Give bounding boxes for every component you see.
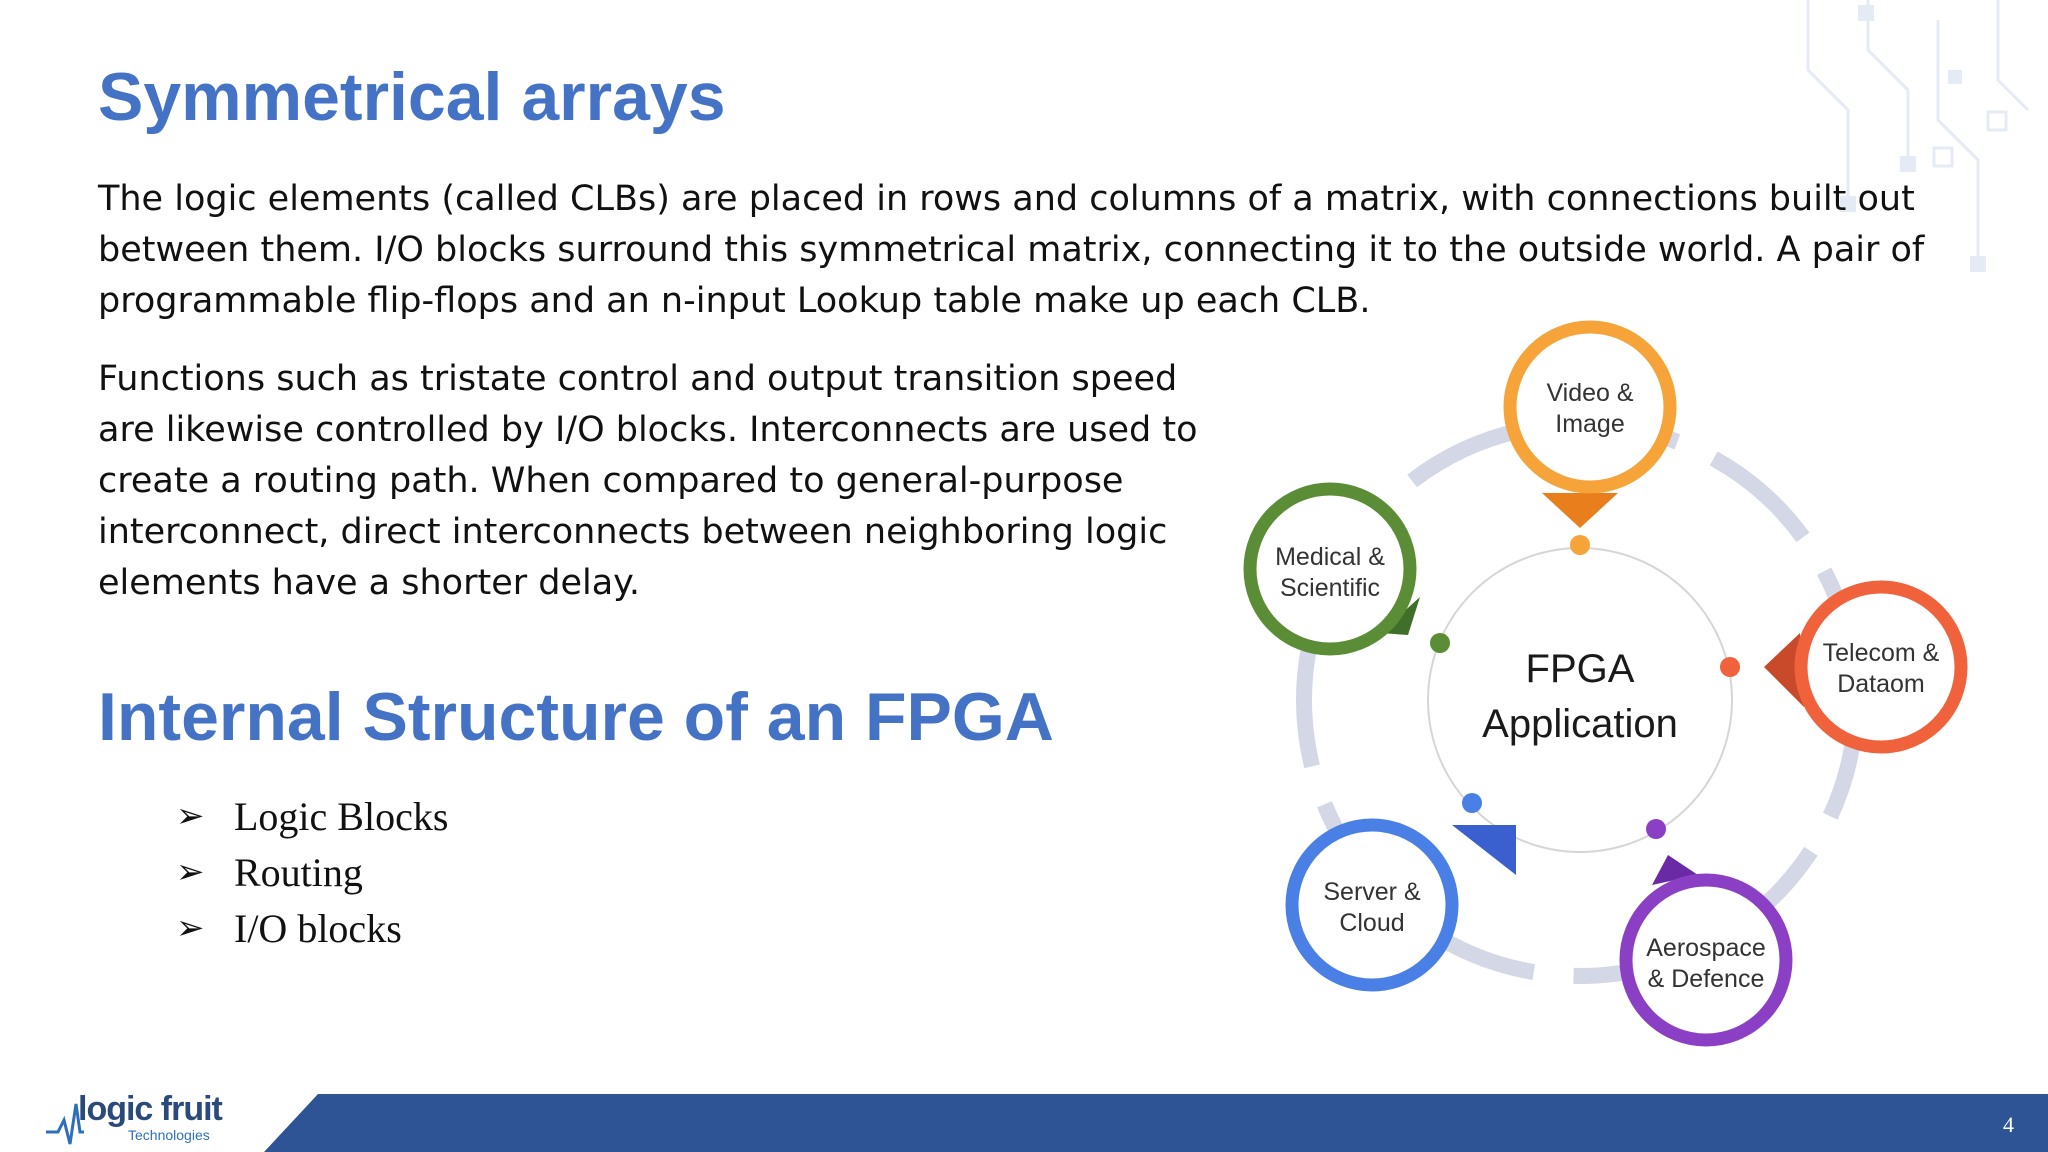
connector-dot-medical xyxy=(1430,633,1450,653)
logo-subtext: Technologies xyxy=(128,1127,210,1143)
logo-text: logic fruit xyxy=(78,1090,223,1128)
node-telecom-label-2: Dataom xyxy=(1837,670,1925,698)
circuit-pattern-decoration xyxy=(1806,0,2030,272)
node-server-cloud xyxy=(1285,818,1459,992)
node-video-label-2: Image xyxy=(1555,410,1624,438)
node-medical-label-1: Medical & xyxy=(1275,543,1385,571)
connector-dot-aerospace xyxy=(1646,819,1666,839)
logo-pulse-icon xyxy=(46,1103,84,1145)
node-medical-label-2: Scientific xyxy=(1280,574,1380,602)
center-label-fpga: FPGA xyxy=(1526,647,1635,691)
pointer-video xyxy=(1542,493,1618,528)
node-telecom-dataom xyxy=(1794,580,1968,754)
node-video-label-1: Video & xyxy=(1546,379,1633,407)
node-telecom-label-1: Telecom & xyxy=(1823,639,1940,667)
fpga-application-diagram: FPGA Application Video & Image Telecom &… xyxy=(1243,320,1968,1047)
list-item: ➢ I/O blocks xyxy=(176,900,448,956)
pointer-server xyxy=(1452,825,1516,875)
slide-title: Symmetrical arrays xyxy=(98,59,726,135)
list-item-label: Logic Blocks xyxy=(234,793,449,839)
connector-dot-server xyxy=(1462,793,1482,813)
arrow-bullet-icon: ➢ xyxy=(176,854,205,891)
paragraph-io-blocks: Functions such as tristate control and o… xyxy=(98,359,1198,603)
arrow-bullet-icon: ➢ xyxy=(176,910,205,947)
arrow-bullet-icon: ➢ xyxy=(176,798,205,835)
list-item: ➢ Routing xyxy=(176,844,448,900)
node-aerospace-defence xyxy=(1619,873,1793,1047)
pointer-telecom xyxy=(1764,633,1804,707)
node-aerospace-label-2: & Defence xyxy=(1648,965,1765,993)
list-item-label: Routing xyxy=(234,849,363,895)
footer-bar xyxy=(264,1094,2048,1152)
list-item: ➢ Logic Blocks xyxy=(176,788,448,844)
node-video-image xyxy=(1503,320,1677,494)
node-server-label-2: Cloud xyxy=(1339,909,1404,937)
center-label-application: Application xyxy=(1482,702,1678,746)
paragraph-symmetrical-arrays: The logic elements (called CLBs) are pla… xyxy=(98,179,1925,321)
page-number: 4 xyxy=(2003,1112,2014,1137)
bullet-list: ➢ Logic Blocks ➢ Routing ➢ I/O blocks xyxy=(176,788,448,956)
connector-dot-video xyxy=(1570,535,1590,555)
node-server-label-1: Server & xyxy=(1323,878,1421,906)
list-item-label: I/O blocks xyxy=(234,905,402,951)
connector-dot-telecom xyxy=(1720,657,1740,677)
node-aerospace-label-1: Aerospace xyxy=(1646,934,1766,962)
node-medical-scientific xyxy=(1243,482,1417,656)
section-heading: Internal Structure of an FPGA xyxy=(98,679,1054,755)
